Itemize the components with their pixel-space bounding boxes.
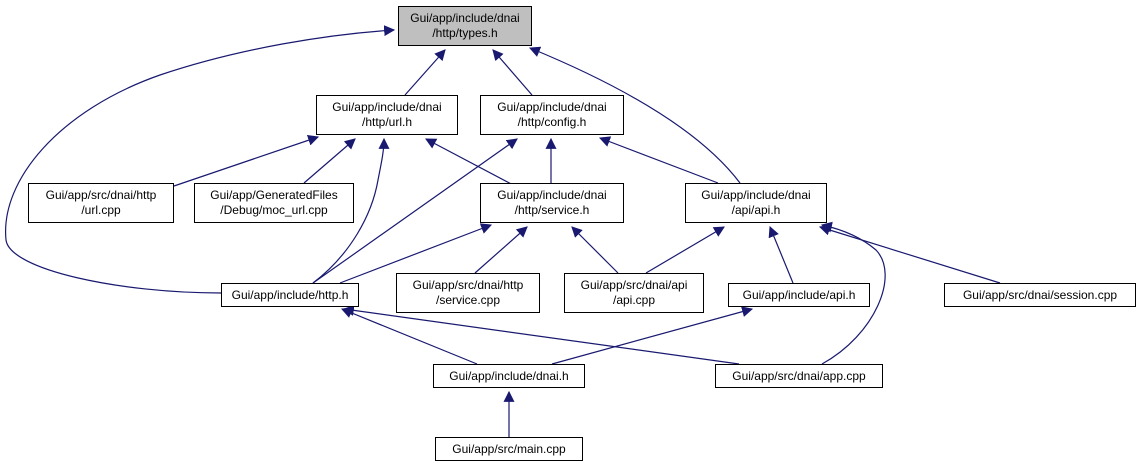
node-label-line: /http/config.h: [517, 115, 587, 129]
node-config-h[interactable]: Gui/app/include/dnai/http/config.h: [480, 95, 624, 135]
node-label-line: Gui/app/include/dnai: [497, 188, 607, 202]
edge-dnai-h-to-http-h: [340, 307, 478, 365]
edge-http-h-to-config-h: [312, 138, 518, 284]
edge-app-cpp-to-api-h: [820, 221, 886, 365]
node-label-line: /service.cpp: [435, 293, 501, 307]
node-label-line: Gui/app/include/dnai: [332, 100, 442, 114]
node-api-h[interactable]: Gui/app/include/dnai/api/api.h: [685, 183, 827, 223]
edge-url-h-to-types-h: [404, 49, 446, 96]
node-label-line: /api.cpp: [612, 293, 656, 307]
node-label-line: Gui/app/include/dnai: [410, 11, 520, 25]
node-types-h[interactable]: Gui/app/include/dnai/http/types.h: [398, 6, 532, 46]
edge-api-h-to-types-h: [528, 46, 741, 184]
node-moc-url-cpp[interactable]: Gui/app/GeneratedFiles/Debug/moc_url.cpp: [194, 183, 354, 223]
node-service-cpp[interactable]: Gui/app/src/dnai/http/service.cpp: [396, 273, 540, 313]
node-label-line: Gui/app/include/api.h: [742, 287, 856, 302]
node-service-h[interactable]: Gui/app/include/dnai/http/service.h: [480, 183, 624, 223]
edge-http-h-to-service-h: [339, 223, 493, 284]
node-api-cpp[interactable]: Gui/app/src/dnai/api/api.cpp: [564, 273, 704, 313]
node-label-line: Gui/app/src/main.cpp: [452, 441, 566, 456]
node-dnai-h[interactable]: Gui/app/include/dnai.h: [433, 364, 585, 388]
node-http-h[interactable]: Gui/app/include/http.h: [221, 283, 359, 307]
node-label-line: /http/service.h: [514, 203, 590, 217]
node-url-cpp[interactable]: Gui/app/src/dnai/http/url.cpp: [28, 183, 174, 223]
edge-api-cpp-to-service-h: [571, 226, 619, 274]
node-label-line: Gui/app/include/dnai: [497, 100, 607, 114]
edge-moc-url-cpp-to-url-h: [303, 138, 356, 184]
node-label-line: Gui/app/src/dnai/api: [580, 278, 688, 292]
node-label-line: Gui/app/src/dnai/http: [412, 278, 524, 292]
node-label-line: /http/url.h: [361, 115, 413, 129]
node-main-cpp[interactable]: Gui/app/src/main.cpp: [435, 437, 583, 461]
edge-http-h-to-types-h: [5, 25, 396, 294]
node-label-line: Gui/app/src/dnai/http: [45, 188, 157, 202]
edge-url-cpp-to-url-h: [173, 134, 320, 187]
node-label-line: Gui/app/GeneratedFiles: [210, 188, 338, 202]
edge-include-api-h-to-api-h: [768, 225, 794, 284]
edge-http-h-to-url-h: [312, 137, 390, 284]
node-label-line: Gui/app/include/dnai: [701, 188, 811, 202]
node-label-line: Gui/app/include/http.h: [231, 287, 349, 302]
edge-api-h-to-config-h: [598, 136, 719, 184]
node-label-line: Gui/app/include/dnai.h: [449, 368, 569, 383]
node-include-api-h[interactable]: Gui/app/include/api.h: [728, 283, 870, 307]
node-label-line: Gui/app/src/dnai/app.cpp: [732, 368, 866, 383]
edge-app-cpp-to-http-h: [342, 304, 740, 365]
node-label-line: /api/api.h: [731, 203, 781, 217]
node-label-line: Gui/app/src/dnai/session.cpp: [962, 287, 1118, 302]
edge-dnai-h-to-include-api-h: [551, 306, 754, 365]
edge-service-h-to-url-h: [425, 138, 518, 188]
node-label-line: /Debug/moc_url.cpp: [220, 203, 328, 217]
edge-config-h-to-types-h: [492, 49, 533, 96]
node-label-line: /url.cpp: [81, 203, 121, 217]
node-session-cpp[interactable]: Gui/app/src/dnai/session.cpp: [944, 283, 1136, 307]
edge-session-cpp-to-api-h: [818, 224, 1001, 284]
node-url-h[interactable]: Gui/app/include/dnai/http/url.h: [316, 95, 458, 135]
node-app-cpp[interactable]: Gui/app/src/dnai/app.cpp: [715, 364, 883, 388]
edge-service-cpp-to-service-h: [474, 226, 528, 274]
edge-api-cpp-to-api-h: [645, 226, 725, 274]
node-label-line: /http/types.h: [432, 26, 498, 40]
